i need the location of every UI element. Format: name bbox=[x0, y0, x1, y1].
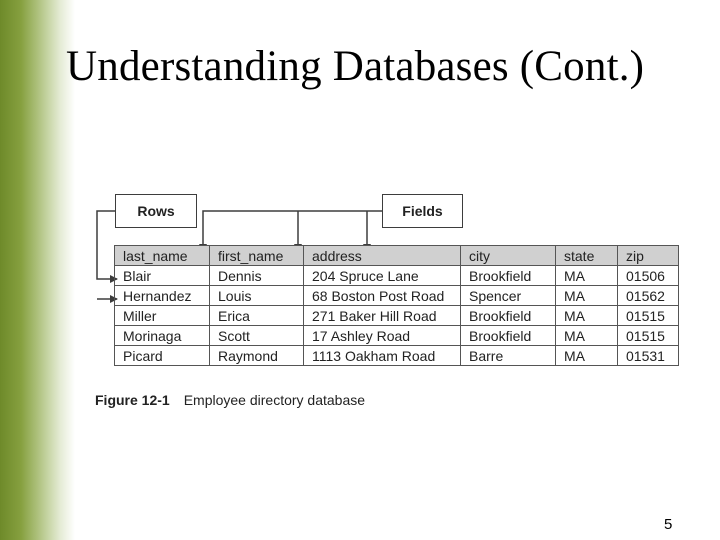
table-row: Morinaga Scott 17 Ashley Road Brookfield… bbox=[114, 325, 679, 346]
table-cell: 17 Ashley Road bbox=[303, 325, 461, 346]
table-cell: 1113 Oakham Road bbox=[303, 345, 461, 366]
table-cell: MA bbox=[555, 305, 618, 326]
column-header: zip bbox=[617, 245, 679, 266]
table-cell: Spencer bbox=[460, 285, 556, 306]
table-cell: 01506 bbox=[617, 265, 679, 286]
table-header-row: last_name first_name address city state … bbox=[114, 245, 679, 266]
table-cell: Brookfield bbox=[460, 325, 556, 346]
figure-number: Figure 12-1 bbox=[95, 392, 170, 408]
table-cell: 01515 bbox=[617, 305, 679, 326]
table-cell: Miller bbox=[114, 305, 210, 326]
table-cell: Scott bbox=[209, 325, 304, 346]
rows-callout: Rows bbox=[115, 194, 197, 228]
table-row: Miller Erica 271 Baker Hill Road Brookfi… bbox=[114, 305, 679, 326]
table-cell: MA bbox=[555, 265, 618, 286]
table-cell: Erica bbox=[209, 305, 304, 326]
table-cell: Raymond bbox=[209, 345, 304, 366]
table-row: Hernandez Louis 68 Boston Post Road Spen… bbox=[114, 285, 679, 306]
table-cell: Barre bbox=[460, 345, 556, 366]
table-cell: Hernandez bbox=[114, 285, 210, 306]
fields-callout: Fields bbox=[382, 194, 463, 228]
table-cell: 01531 bbox=[617, 345, 679, 366]
fields-connector bbox=[199, 210, 382, 252]
slide-title: Understanding Databases (Cont.) bbox=[66, 43, 645, 90]
table-cell: 271 Baker Hill Road bbox=[303, 305, 461, 326]
table-cell: MA bbox=[555, 285, 618, 306]
table-cell: MA bbox=[555, 345, 618, 366]
table-cell: Blair bbox=[114, 265, 210, 286]
column-header: first_name bbox=[209, 245, 304, 266]
figure-caption-text: Employee directory database bbox=[183, 392, 366, 408]
column-header: address bbox=[303, 245, 461, 266]
table-cell: Picard bbox=[114, 345, 210, 366]
figure-caption: Figure 12-1 Employee directory database bbox=[95, 392, 365, 408]
table-cell: Louis bbox=[209, 285, 304, 306]
table-row: Picard Raymond 1113 Oakham Road Barre MA… bbox=[114, 345, 679, 366]
table-cell: 204 Spruce Lane bbox=[303, 265, 461, 286]
table-cell: MA bbox=[555, 325, 618, 346]
table-cell: 68 Boston Post Road bbox=[303, 285, 461, 306]
table-cell: Dennis bbox=[209, 265, 304, 286]
rows-connector bbox=[96, 210, 118, 283]
table-cell: Brookfield bbox=[460, 265, 556, 286]
employee-table: last_name first_name address city state … bbox=[114, 245, 679, 366]
table-cell: Morinaga bbox=[114, 325, 210, 346]
page-number: 5 bbox=[664, 516, 673, 533]
table-cell: 01562 bbox=[617, 285, 679, 306]
table-cell: Brookfield bbox=[460, 305, 556, 326]
decorative-side-bar bbox=[0, 0, 75, 540]
column-header: last_name bbox=[114, 245, 210, 266]
table-cell: 01515 bbox=[617, 325, 679, 346]
column-header: state bbox=[555, 245, 618, 266]
column-header: city bbox=[460, 245, 556, 266]
table-row: Blair Dennis 204 Spruce Lane Brookfield … bbox=[114, 265, 679, 286]
